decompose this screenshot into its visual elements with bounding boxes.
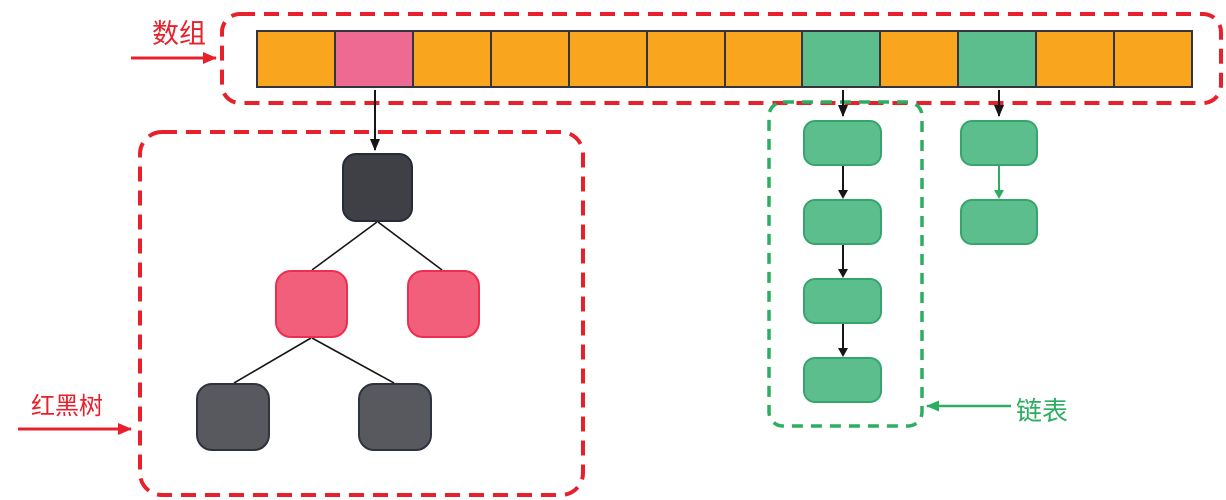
linked-list-boxed	[803, 120, 882, 403]
list-node-2	[803, 199, 882, 245]
arrow-shaft	[841, 166, 844, 190]
array-label: 数组	[152, 19, 206, 49]
tree-node-left-left-leaf	[196, 383, 270, 451]
tree-edge-root-right	[377, 221, 443, 271]
list-node-4	[803, 357, 882, 403]
array-cell-7-orange	[725, 32, 804, 86]
list-arrow-black	[803, 324, 882, 357]
arrow-head-icon	[837, 348, 848, 357]
arrow-shaft	[998, 166, 1000, 190]
array-cell-9-orange	[881, 32, 960, 86]
tree-edge-left-left	[233, 337, 312, 384]
tree-edge-left-right	[311, 337, 395, 384]
arrow-head-icon	[994, 190, 1004, 199]
list-node-2	[960, 199, 1038, 245]
array-cell-4-orange	[491, 32, 570, 86]
list-node-3	[803, 278, 882, 324]
tree-node-left-right-leaf	[358, 383, 432, 451]
arrow-shaft	[841, 324, 844, 348]
array-row	[256, 30, 1193, 88]
tree-node-root	[342, 153, 413, 222]
array-cell-3-orange	[413, 32, 492, 86]
array-cell-6-orange	[647, 32, 726, 86]
list-arrow-black	[803, 245, 882, 278]
array-cell-8-green	[803, 32, 882, 86]
red-black-tree-label: 红黑树	[31, 393, 103, 420]
arrow-shaft	[841, 245, 844, 269]
array-cell-5-orange	[569, 32, 648, 86]
list-node-1	[803, 120, 882, 166]
linked-list-label: 链表	[1016, 396, 1069, 426]
list-arrow-green	[960, 166, 1038, 199]
arrow-head-icon	[837, 190, 848, 199]
array-cell-11-orange	[1037, 32, 1116, 86]
tree-node-left-child	[275, 270, 348, 338]
array-cell-1-orange	[258, 32, 336, 86]
tree-edge-root-left	[311, 221, 378, 271]
array-cell-2-pink	[335, 32, 414, 86]
linked-list-right	[960, 120, 1038, 245]
array-cell-10-green	[959, 32, 1038, 86]
list-arrow-black	[803, 166, 882, 199]
arrow-head-icon	[837, 269, 848, 278]
array-cell-12-orange	[1115, 32, 1192, 86]
tree-node-right-child	[407, 270, 480, 338]
list-node-1	[960, 120, 1038, 166]
